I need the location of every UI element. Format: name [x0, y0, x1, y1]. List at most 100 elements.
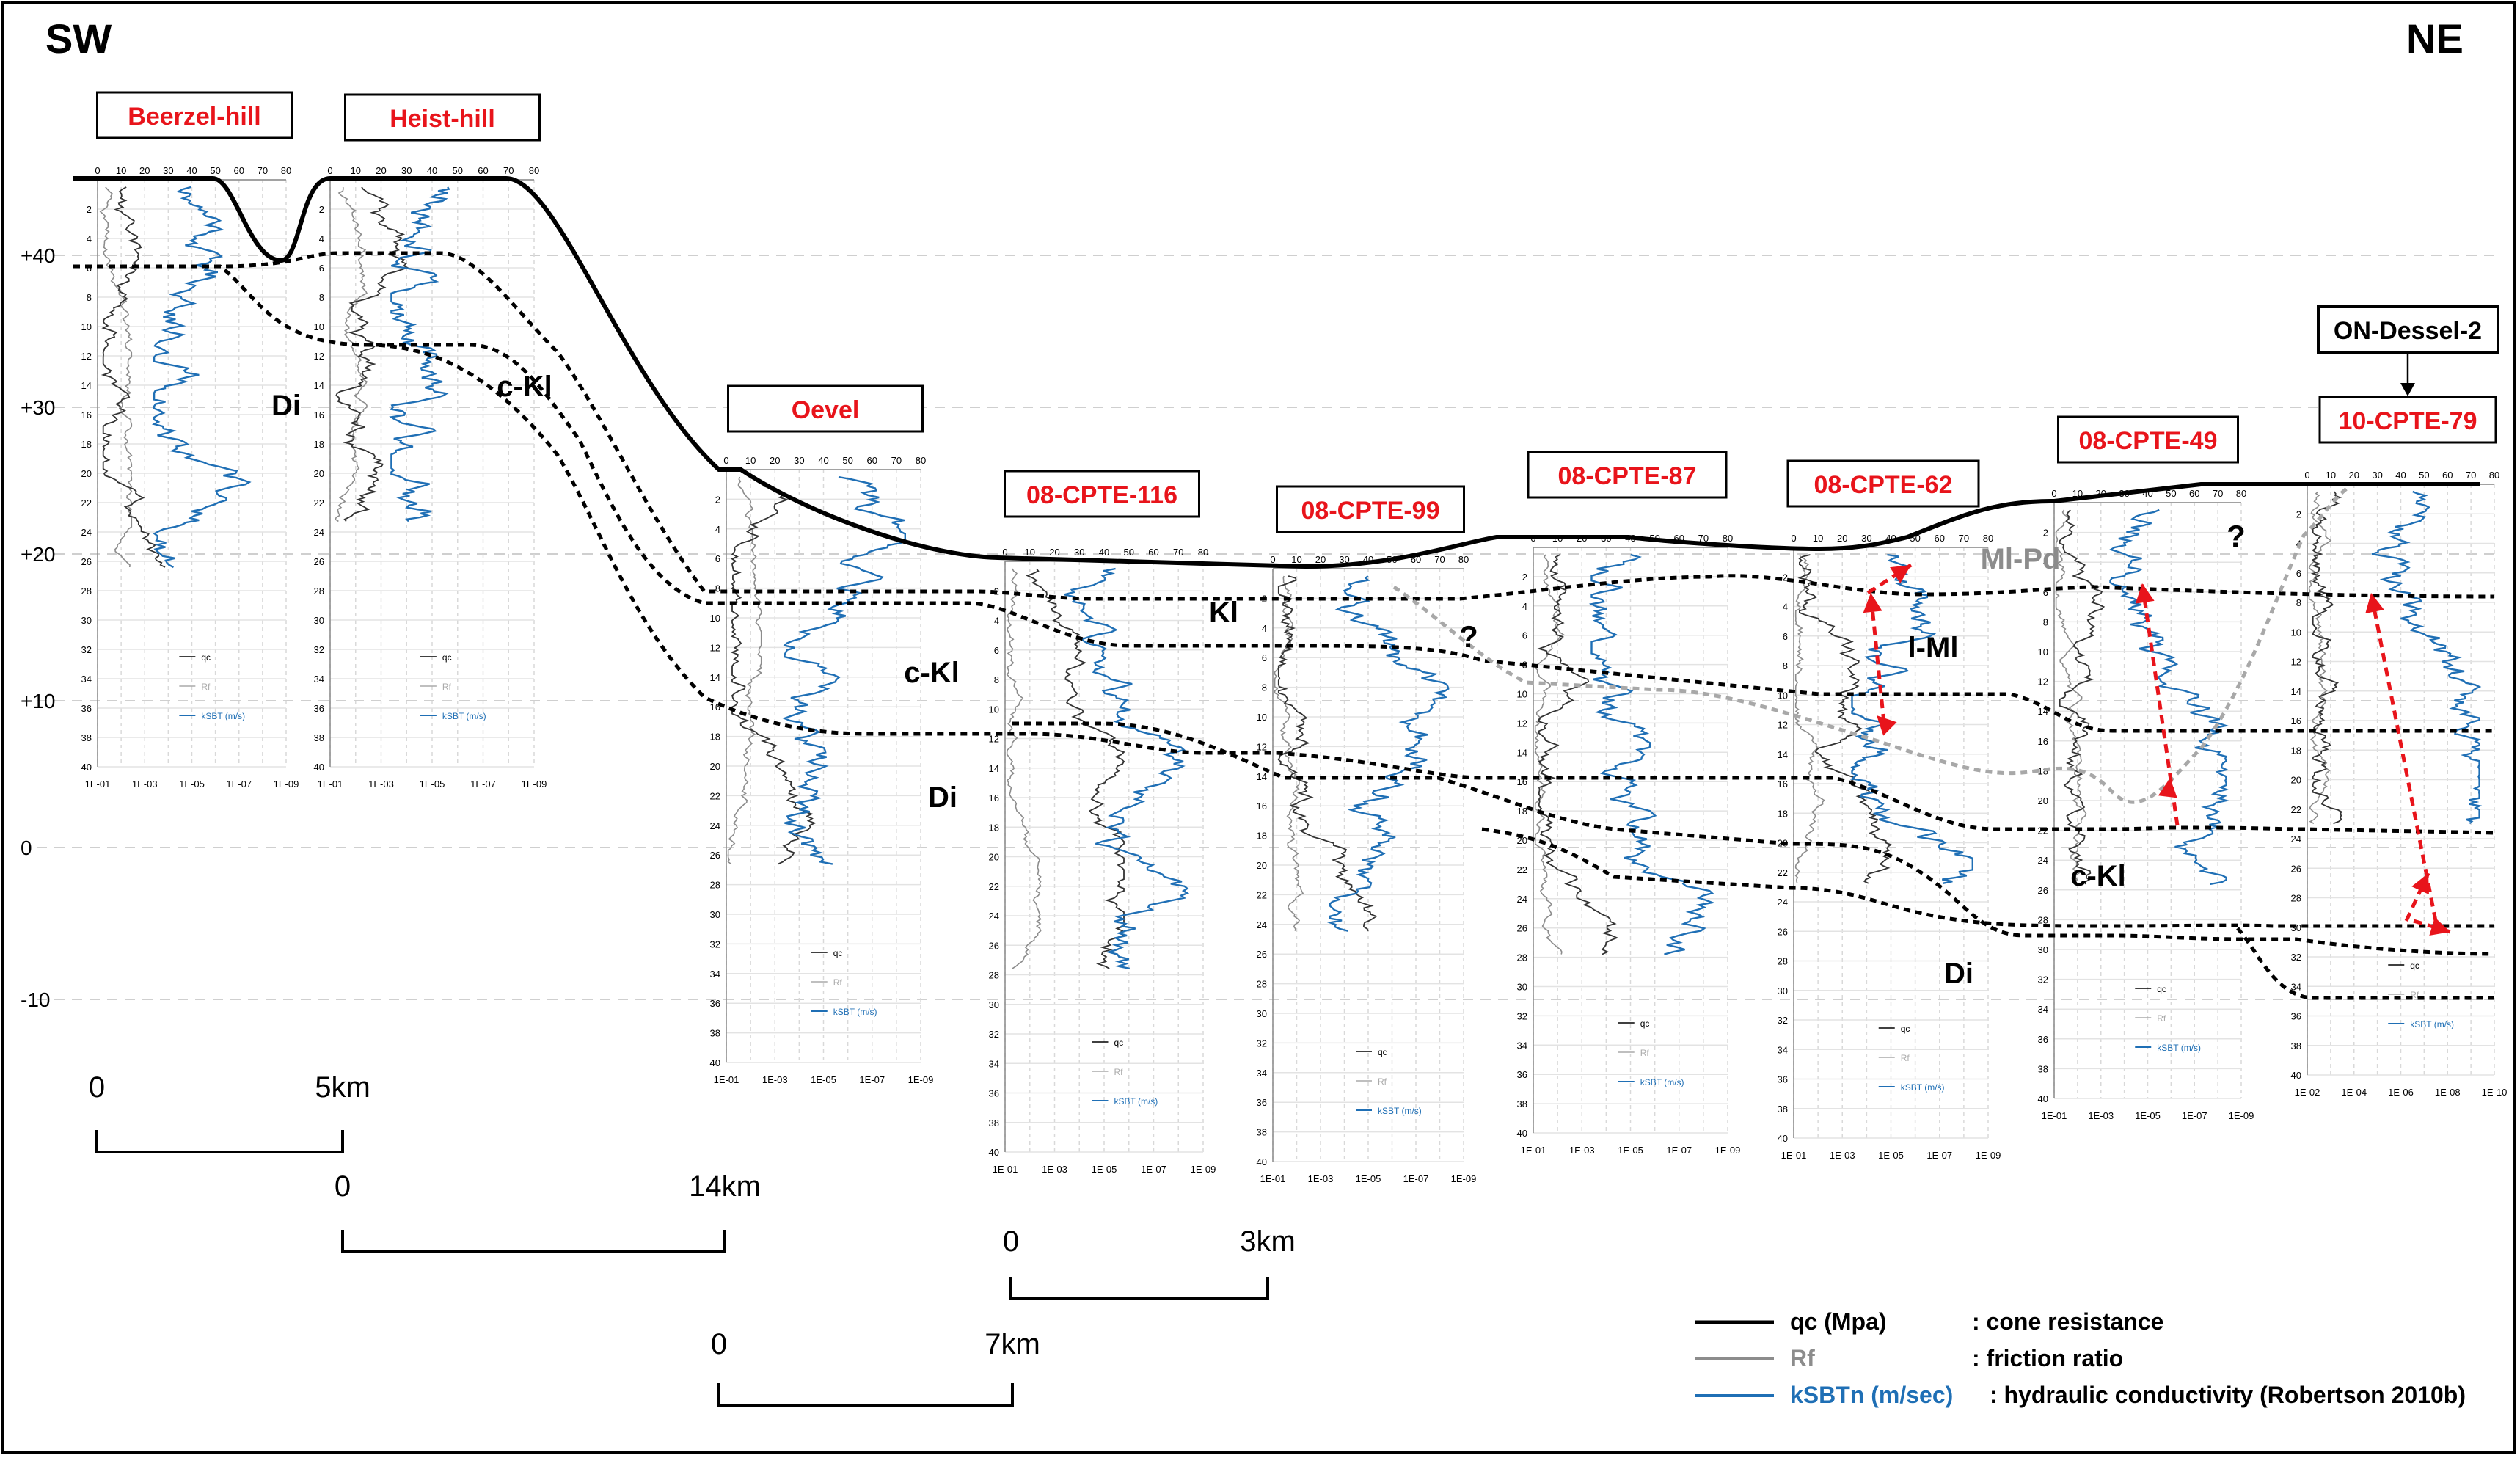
depth-tick: 36: [2038, 1034, 2048, 1045]
k-tick: 1E-03: [1569, 1145, 1595, 1156]
depth-tick: 14: [1257, 771, 1267, 782]
rf-trace: [727, 476, 762, 865]
qc-tick: 70: [1173, 547, 1183, 558]
qc-tick: 60: [867, 455, 877, 466]
depth-tick: 34: [989, 1058, 999, 1069]
depth-tick: 22: [2291, 804, 2301, 815]
unit-label: Di: [1944, 958, 1973, 990]
k-tick: 1E-09: [1191, 1164, 1216, 1175]
qc-tick: 50: [210, 165, 220, 176]
k-trace: [1064, 567, 1190, 970]
unit-label: c-Kl: [2070, 860, 2126, 892]
depth-tick: 4: [1783, 602, 1788, 613]
depth-tick: 26: [1778, 926, 1788, 937]
depth-tick: 20: [314, 468, 324, 479]
depth-tick: 36: [1778, 1074, 1788, 1085]
elevation-label: -10: [21, 988, 50, 1011]
depth-tick: 16: [81, 409, 92, 420]
depth-tick: 22: [314, 497, 324, 509]
qc-tick: 10: [1813, 533, 1823, 544]
legend-desc: : friction ratio: [1972, 1345, 2123, 1371]
k-tick: 1E-01: [1260, 1173, 1286, 1184]
unit-label: c-Kl: [497, 371, 552, 403]
mini-legend-qc: qc: [2157, 984, 2166, 994]
cpt-title: 08-CPTE-116: [1026, 481, 1177, 509]
depth-tick: 10: [710, 613, 720, 624]
depth-tick: 12: [1517, 718, 1527, 729]
depth-tick: 40: [710, 1057, 720, 1068]
depth-tick: 28: [2038, 914, 2048, 925]
depth-tick: 4: [1262, 623, 1267, 634]
depth-tick: 38: [1778, 1104, 1788, 1115]
depth-tick: 30: [1778, 985, 1788, 996]
k-tick: 1E-01: [85, 779, 111, 790]
qc-trace: [335, 186, 409, 522]
depth-tick: 22: [710, 790, 720, 801]
qc-tick: 10: [1025, 547, 1035, 558]
qc-tick: 60: [1148, 547, 1158, 558]
rf-trace: [334, 186, 368, 522]
ondessel-arrowhead: [2400, 383, 2415, 396]
depth-tick: 36: [710, 998, 720, 1009]
elevation-label: +10: [21, 690, 56, 712]
qc-tick: 0: [327, 165, 332, 176]
depth-tick: 26: [2038, 885, 2048, 896]
depth-tick: 34: [2291, 981, 2301, 992]
legend-key: qc (Mpa): [1790, 1308, 1887, 1335]
depth-tick: 34: [1517, 1040, 1527, 1051]
k-tick: 1E-05: [1618, 1145, 1643, 1156]
qc-tick: 50: [453, 165, 463, 176]
k-trace: [389, 186, 450, 522]
depth-tick: 6: [1522, 630, 1527, 641]
mini-legend-rf: Rf: [833, 977, 843, 988]
unit-boundary-lines: [73, 176, 2495, 1000]
depth-tick: 20: [710, 761, 720, 772]
rf-trace: [1794, 554, 1825, 884]
mini-legend-qc: qc: [1901, 1024, 1910, 1034]
mini-legend-k: kSBT (m/s): [1378, 1106, 1422, 1116]
red-arrow-line: [1866, 563, 1913, 595]
depth-tick: 38: [2291, 1040, 2301, 1051]
depth-tick: 12: [2038, 677, 2048, 688]
depth-tick: 34: [2038, 1004, 2048, 1015]
depth-tick: 32: [81, 644, 92, 655]
depth-tick: 30: [710, 909, 720, 920]
k-tick: 1E-05: [420, 779, 445, 790]
k-tick: 1E-09: [274, 779, 299, 790]
cpt-title-box: [344, 93, 541, 142]
depth-tick: 12: [81, 351, 92, 362]
depth-tick: 2: [87, 204, 92, 215]
cpt-title-box: [1004, 470, 1200, 518]
qc-tick: 60: [234, 165, 244, 176]
qc-tick: 0: [2304, 470, 2309, 481]
depth-tick: 4: [319, 233, 324, 244]
qc-tick: 20: [1315, 554, 1326, 565]
depth-tick: 32: [2038, 974, 2048, 985]
k-tick: 1E-02: [2295, 1087, 2320, 1098]
scale-end: 14km: [689, 1170, 761, 1203]
scale-end: 5km: [315, 1071, 370, 1104]
qc-tick: 10: [745, 455, 756, 466]
cpt-title-box: [96, 91, 293, 139]
qc-tick: 80: [529, 165, 539, 176]
red-arrowhead: [1877, 715, 1897, 736]
cpt-title: Beerzel-hill: [128, 103, 260, 131]
cpt-title: Oevel: [792, 396, 860, 424]
qc-tick: 40: [2395, 470, 2406, 481]
k-tick: 1E-03: [762, 1074, 788, 1085]
qc-tick: 40: [427, 165, 437, 176]
depth-tick: 30: [1257, 1008, 1267, 1019]
depth-tick: 34: [314, 674, 324, 685]
qc-tick: 50: [2419, 470, 2429, 481]
depth-tick: 24: [710, 820, 720, 831]
qc-tick: 80: [916, 455, 926, 466]
